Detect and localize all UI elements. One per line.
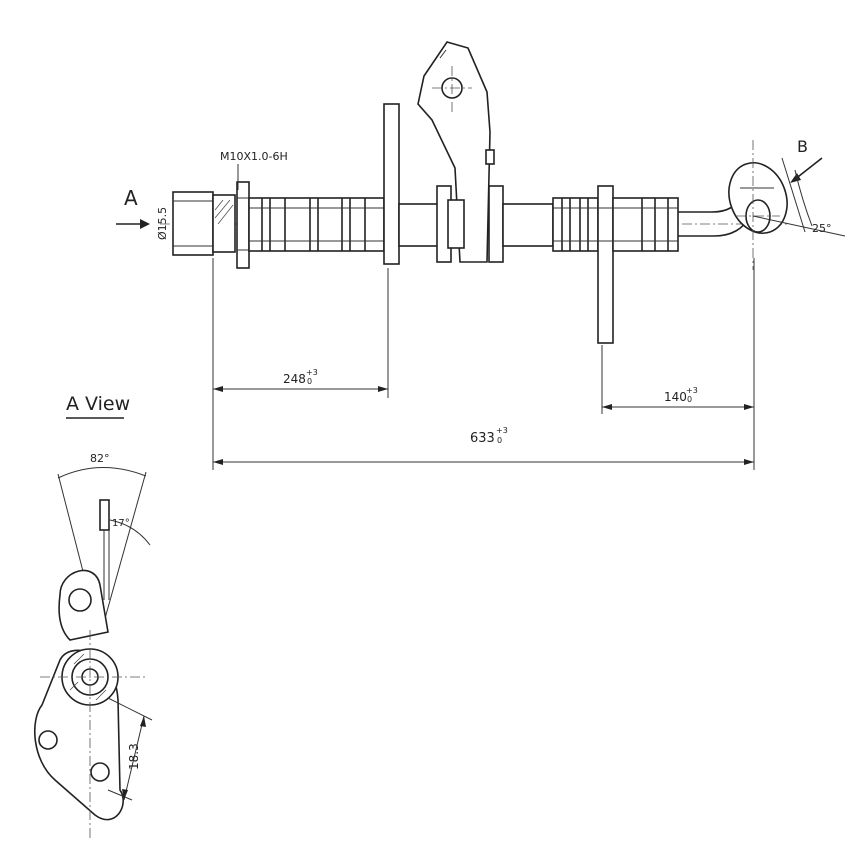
thread-spec-label: M10X1.0-6H (220, 150, 288, 163)
dim-248-tol-upper: +3 (306, 368, 318, 377)
a-view-tab (99, 499, 110, 531)
angle-17-label: 17° (112, 518, 130, 529)
a-view-upper-ear (58, 569, 109, 641)
dim-633-value: 633 (470, 431, 495, 446)
dim-140-tol-lower: 0 (687, 395, 692, 404)
arrow-a-label: A (124, 186, 138, 210)
dim-633-tol-upper: +3 (496, 426, 508, 435)
dimension-633: 633 +3 0 (470, 426, 508, 446)
dimension-lines (212, 258, 755, 470)
crimp-sleeve-right-b (612, 197, 679, 252)
hose-middle-right (502, 203, 554, 247)
center-bracket (417, 41, 491, 263)
dimension-140: 140 +3 0 (664, 386, 698, 404)
threaded-nut (212, 194, 236, 253)
hose-assembly (160, 41, 790, 344)
left-bracket-plate (383, 103, 400, 265)
crimp-sleeve-left (248, 197, 385, 252)
a-view: A View 82° 17° (33, 393, 153, 840)
a-view-flange-hole-right (90, 762, 110, 782)
dim-248-value: 248 (283, 372, 306, 386)
angle-82-label: 82° (90, 452, 110, 465)
hose-middle-left (398, 203, 440, 247)
bent-tube-lower (678, 217, 749, 237)
arrow-b-label: B (797, 137, 808, 156)
dim-140-value: 140 (664, 390, 687, 404)
dim-633-tol-lower: 0 (497, 436, 502, 445)
banjo-eye (728, 162, 788, 234)
dimension-248: 248 +3 0 (283, 368, 318, 386)
view-arrow-a: A (116, 186, 150, 229)
view-arrow-b: B 25° (752, 137, 846, 237)
a-view-flange-hole-left (38, 730, 58, 750)
hex-collar (236, 181, 250, 269)
diameter-label: Ø15.5 (156, 207, 169, 240)
a-view-upper-hole (68, 588, 92, 612)
crimp-sleeve-right-a (552, 197, 599, 252)
right-bracket-plate (597, 185, 614, 344)
middle-collar-right (488, 185, 504, 263)
dim-248-tol-lower: 0 (307, 377, 312, 386)
bracket-clamp (447, 199, 465, 249)
dim-140-tol-upper: +3 (686, 386, 698, 395)
angle-25-label: 25° (812, 222, 832, 235)
a-view-title: A View (66, 393, 130, 415)
dim-18-3-label: 18.3 (127, 743, 141, 770)
